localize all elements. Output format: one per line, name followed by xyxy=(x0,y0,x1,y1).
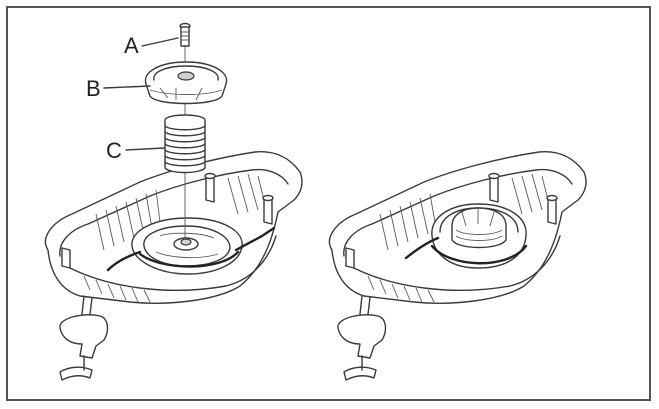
left-panel: A B C xyxy=(44,22,303,381)
right-panel xyxy=(328,151,587,381)
callout-a: A xyxy=(124,33,179,58)
housing-ribs-left xyxy=(83,173,267,303)
callout-b: B xyxy=(86,76,151,101)
callout-c: C xyxy=(106,138,165,163)
spring-base-plate xyxy=(131,217,243,275)
housing-shell-left xyxy=(44,151,303,304)
callout-label-c: C xyxy=(106,138,122,163)
screw-part xyxy=(179,22,191,47)
spring-cap-part xyxy=(144,61,228,105)
spring-part xyxy=(164,114,206,174)
handle-left xyxy=(59,295,109,381)
callout-label-a: A xyxy=(124,33,139,58)
assembled-spring-housing xyxy=(404,203,528,269)
handle-right xyxy=(337,295,387,381)
callout-label-b: B xyxy=(86,76,101,101)
housing-shell-right xyxy=(328,151,587,304)
